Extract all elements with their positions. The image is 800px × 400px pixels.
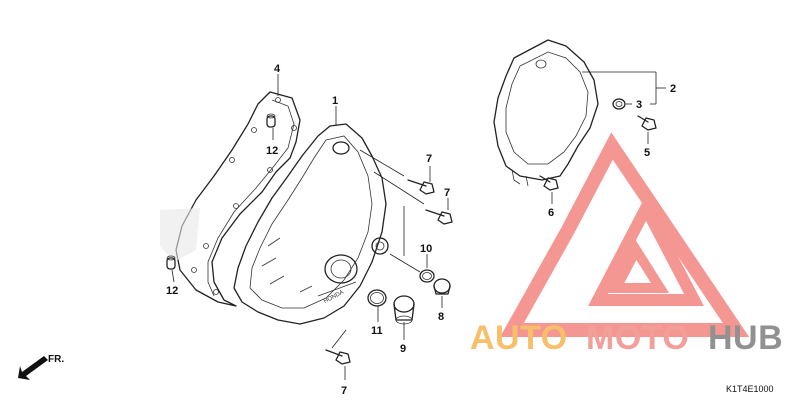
crankcase-cover: HONDA (233, 123, 389, 325)
dowel-pin-lower (166, 255, 176, 270)
callout-9: 9 (400, 343, 406, 355)
cap-8 (433, 278, 451, 295)
leader-lines (171, 71, 666, 380)
gasket-bolt-holes (191, 97, 297, 295)
diagram-code: K1T4E1000 (726, 384, 774, 394)
gasket-outline (160, 91, 301, 307)
flange-bolt-lower (325, 349, 351, 365)
callout-7-middle: 7 (444, 187, 450, 199)
callout-6: 6 (548, 207, 554, 219)
watermark-logo: AUTO MOTO HUB (470, 132, 783, 357)
sprocket-cover (493, 39, 599, 187)
watermark-word-auto: AUTO (470, 319, 568, 357)
watermark-word-hub: HUB (708, 319, 783, 357)
plug-9 (393, 295, 415, 325)
callout-2: 2 (670, 83, 676, 95)
callout-7-upper: 7 (426, 153, 432, 165)
callout-3: 3 (636, 99, 642, 111)
o-ring-11 (367, 289, 387, 307)
flange-bolt-upper (407, 179, 435, 195)
triangle-logo-icon (500, 132, 750, 337)
callout-12-lower: 12 (166, 285, 178, 297)
callout-5: 5 (644, 147, 650, 159)
direction-label: FR. (48, 354, 64, 365)
callout-8: 8 (438, 311, 444, 323)
svg-text:HONDA: HONDA (323, 290, 345, 305)
front-direction-indicator: FR. (18, 354, 64, 380)
watermark-word-moto: MOTO (586, 319, 689, 357)
grommet-3 (612, 98, 626, 110)
bolt-6 (539, 175, 559, 191)
flange-bolt-middle (425, 209, 453, 225)
callout-12-upper: 12 (266, 145, 278, 157)
o-ring-10 (419, 269, 435, 283)
callout-11: 11 (371, 325, 383, 337)
dowel-pin-upper (266, 113, 276, 128)
callout-10: 10 (420, 243, 432, 255)
callout-7-lower: 7 (341, 385, 347, 397)
callout-1: 1 (332, 95, 338, 107)
callout-4: 4 (274, 63, 281, 75)
callout-labels: 1 2 3 4 5 6 7 7 7 8 9 10 11 12 12 (166, 63, 676, 397)
bolt-5 (637, 115, 657, 131)
arrow-down-left-icon (18, 356, 48, 380)
